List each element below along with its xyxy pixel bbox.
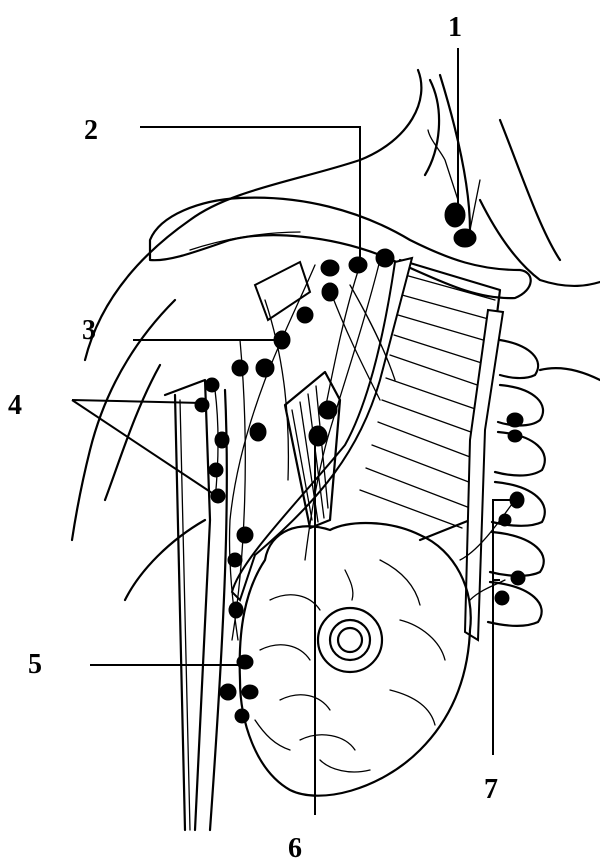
label-4: 4 — [8, 390, 22, 421]
label-7: 7 — [484, 774, 498, 805]
nipple — [318, 608, 382, 672]
label-5: 5 — [28, 649, 42, 680]
label-6: 6 — [288, 833, 302, 863]
muscle-cut-bands — [232, 258, 503, 640]
label-3: 3 — [82, 315, 96, 346]
body-outline — [72, 70, 600, 600]
ribs — [488, 340, 600, 626]
leader-line-4b — [72, 400, 212, 493]
axilla-walls — [165, 285, 395, 830]
leader-line-4a — [72, 400, 202, 403]
leader-lines — [72, 48, 515, 815]
label-1: 1 — [448, 12, 462, 43]
label-2: 2 — [84, 115, 98, 146]
leader-line-7 — [493, 500, 515, 755]
